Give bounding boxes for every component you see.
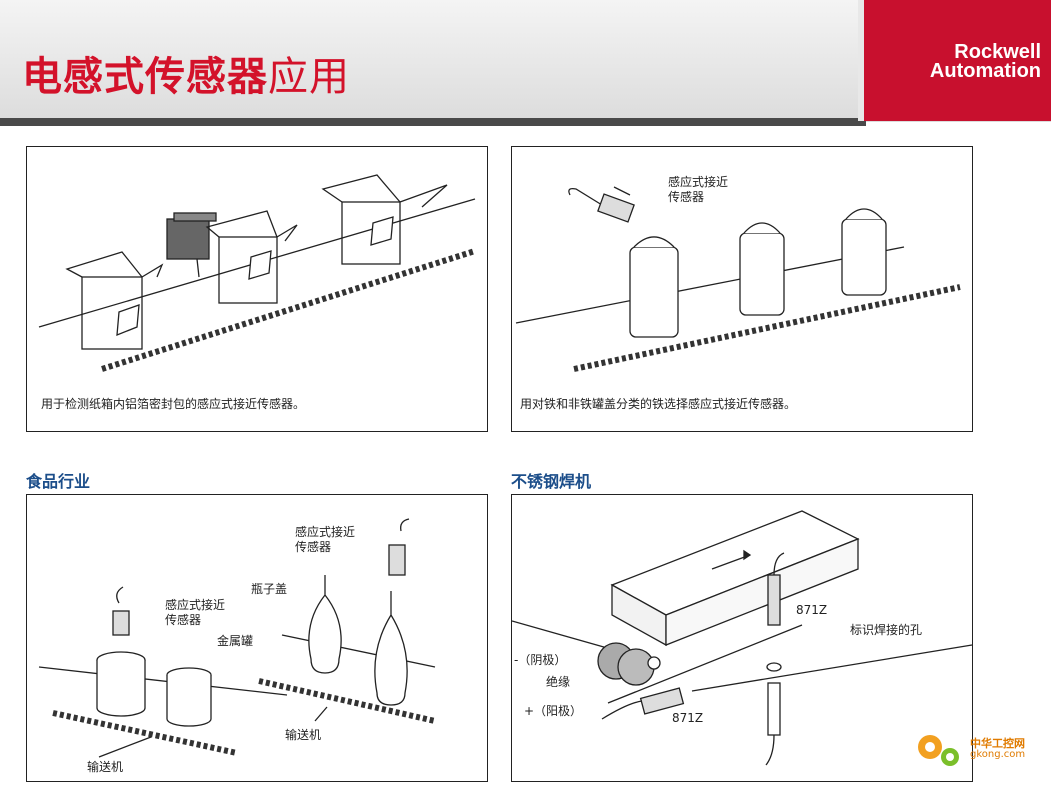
can-sensor: [597, 193, 635, 223]
cans-panel: 感应式接近 传感器 用对铁和非铁罐盖分类的铁选择感应式接近传感器。: [511, 146, 973, 432]
cans-sensor-label-2: 传感器: [668, 190, 705, 204]
welder-illustration: [512, 510, 973, 766]
welder-cathode-label: -（阴极）: [514, 653, 567, 667]
welder-anode-label: +（阳极）: [524, 704, 583, 718]
welder-panel: -（阴极） 绝缘 +（阳极） 871Z 871Z 标识焊接的孔: [511, 494, 973, 782]
food-section-title: 食品行业: [26, 472, 91, 491]
food-illustration: [38, 518, 436, 758]
food-conveyor-label-1: 输送机: [87, 760, 124, 774]
cans-sensor-label-1: 感应式接近: [668, 175, 729, 189]
page-title-bold: 电感式传感器: [22, 54, 268, 100]
can-2: [739, 232, 785, 316]
food-sensor-a-label-2: 传感器: [165, 613, 202, 627]
can-1: [629, 246, 679, 338]
food-sensor-b-label-2: 传感器: [295, 540, 332, 554]
food-sensor-b-label-1: 感应式接近: [295, 525, 356, 539]
cans-caption: 用对铁和非铁罐盖分类的铁选择感应式接近传感器。: [520, 397, 797, 411]
carton-panel: 用于检测纸箱内铝箔密封包的感应式接近传感器。: [26, 146, 488, 432]
page-title: 电感式传感器应用: [22, 44, 350, 102]
food-metal-can-label: 金属罐: [217, 634, 254, 648]
food-sensor-a-label-1: 感应式接近: [165, 598, 226, 612]
carton-illustration: [38, 174, 476, 372]
rockwell-logo: Rockwell Automation: [858, 0, 1051, 121]
carton-sensor: [166, 218, 210, 260]
food-bottle-cap-label: 瓶子盖: [251, 582, 288, 596]
gkong-watermark: 中华工控网 gkong.com: [912, 725, 1044, 775]
welder-model-2: 871Z: [672, 711, 704, 725]
can-3: [841, 218, 887, 296]
food-panel: 感应式接近 传感器 金属罐 瓶子盖 感应式接近 传感器 输送机 输送机: [26, 494, 488, 782]
welder-insulation-label: 绝缘: [546, 675, 571, 689]
gear-icon: [918, 735, 959, 766]
welder-section-title: 不锈钢焊机: [511, 472, 592, 491]
carton-caption: 用于检测纸箱内铝箔密封包的感应式接近传感器。: [41, 397, 306, 411]
food-conveyor-label-2: 输送机: [285, 728, 322, 742]
cans-illustration: [515, 186, 961, 372]
conveyor-belt: [101, 248, 476, 372]
welder-hole-label: 标识焊接的孔: [850, 623, 923, 637]
conveyor-edge: [515, 246, 905, 324]
watermark-line-1: 中华工控网: [970, 737, 1025, 750]
logo-line-2: Automation: [929, 60, 1041, 82]
header-divider: [0, 118, 866, 126]
page-title-rest: 应用: [268, 54, 350, 100]
logo-line-1: Rockwell: [954, 41, 1041, 63]
conveyor-belt: [573, 284, 961, 372]
watermark-line-2: gkong.com: [970, 749, 1026, 760]
welder-model-1: 871Z: [796, 603, 828, 617]
